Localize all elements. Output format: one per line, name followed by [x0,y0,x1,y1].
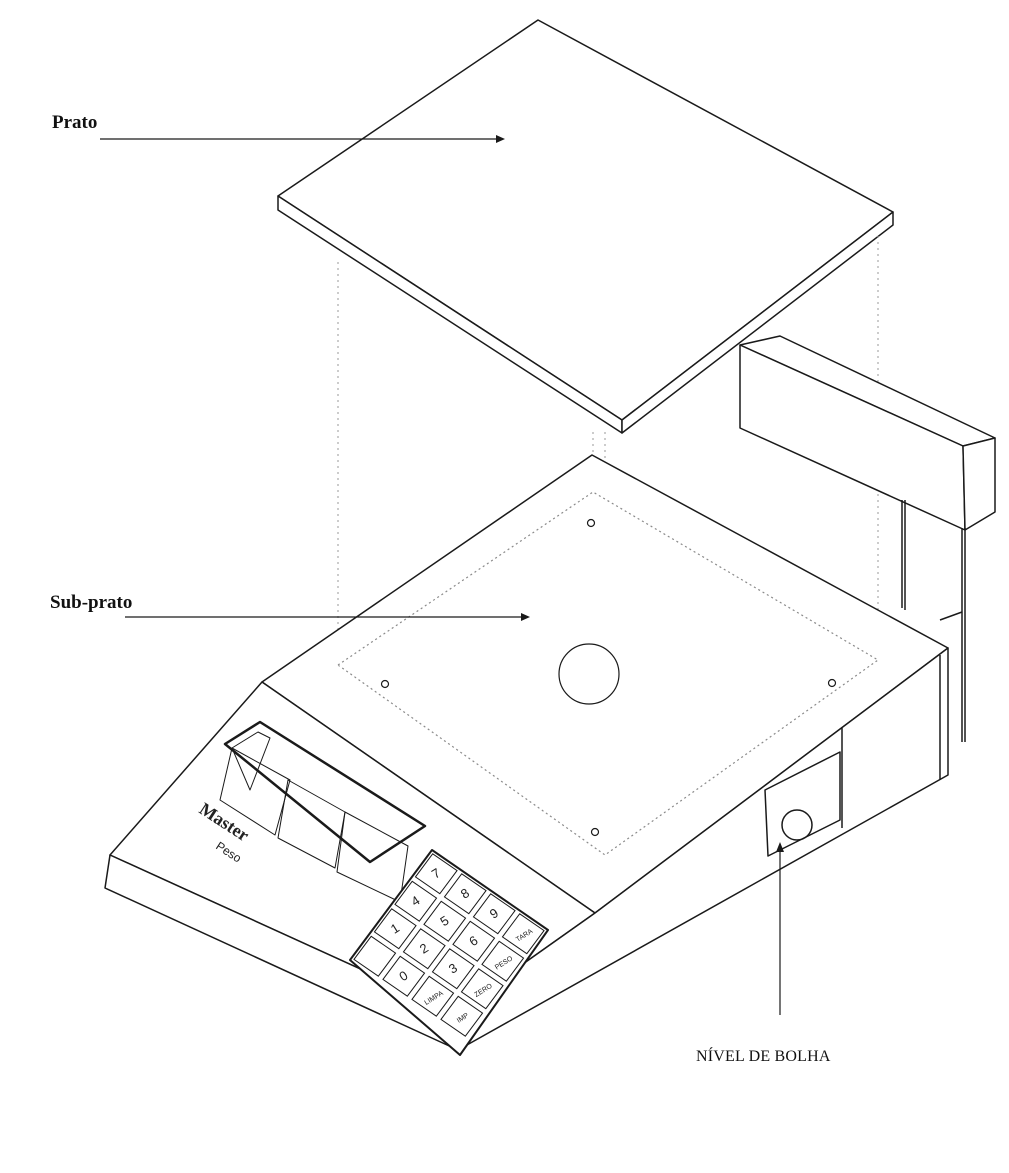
keypad-key [353,935,397,977]
arrows [100,138,781,1015]
keypad-key [481,940,525,982]
keypad-key [411,975,455,1017]
bubble-level [764,751,841,857]
keypad-key [452,920,496,962]
center-hole [558,643,620,705]
keypad-key [382,955,426,997]
keypad-key [460,968,504,1010]
price-display-tower [739,335,996,742]
keypad-key [414,853,458,895]
keypad-key [472,893,516,935]
sub-prato-label: Sub-prato [50,592,133,613]
display-panel [219,720,427,903]
keypad-key [431,948,475,990]
keypad-key [402,928,446,970]
keypad-key [440,995,484,1037]
prato-plate [277,19,894,434]
keypad-key [501,913,545,955]
sub-prato-outline [337,491,879,856]
keypad-key [443,873,487,915]
keypad-key [373,908,417,950]
nivel-de-bolha-label: NÍVEL DE BOLHA [696,1048,831,1065]
bubble-level-indicator [781,809,813,841]
prato-label: Prato [52,112,98,133]
sub-prato-holes [380,518,837,837]
keypad-key [423,900,467,942]
keypad-key [394,880,438,922]
